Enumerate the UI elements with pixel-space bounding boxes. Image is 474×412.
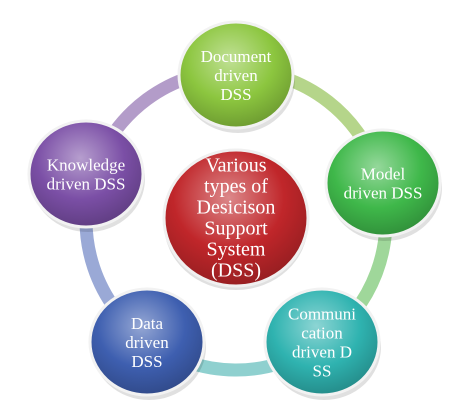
node-label-line: driven D — [292, 343, 352, 362]
node-circle-model — [324, 128, 442, 238]
center-label-line: types of — [204, 176, 268, 198]
center-label-line: Various — [205, 155, 266, 177]
node-label-line: DSS — [131, 352, 162, 371]
node-circle-communication — [263, 287, 381, 397]
node-label-line: driven — [214, 66, 258, 85]
node-label-line: driven DSS — [344, 184, 423, 203]
node-label-line: Knowledge — [47, 156, 125, 175]
node-label-line: Model — [361, 165, 406, 184]
center-circle — [162, 148, 310, 288]
node-label-line: Data — [131, 314, 164, 333]
node-circle-data — [88, 287, 206, 397]
node-label-line: SS — [313, 362, 332, 381]
center-label-line: Support — [204, 218, 268, 240]
node-circle-document — [177, 20, 295, 130]
node-circle-knowledge — [27, 119, 145, 229]
node-label-line: Communi — [288, 305, 356, 324]
node-label-line: cation — [301, 324, 343, 343]
node-label-line: DSS — [220, 85, 251, 104]
center-label-line: System — [207, 239, 266, 261]
node-label-line: driven — [125, 333, 169, 352]
node-label-line: driven DSS — [47, 175, 126, 194]
center-label-line: Desicison — [197, 197, 276, 219]
center-label-line: (DSS) — [211, 260, 261, 282]
node-label-line: Document — [201, 47, 272, 66]
